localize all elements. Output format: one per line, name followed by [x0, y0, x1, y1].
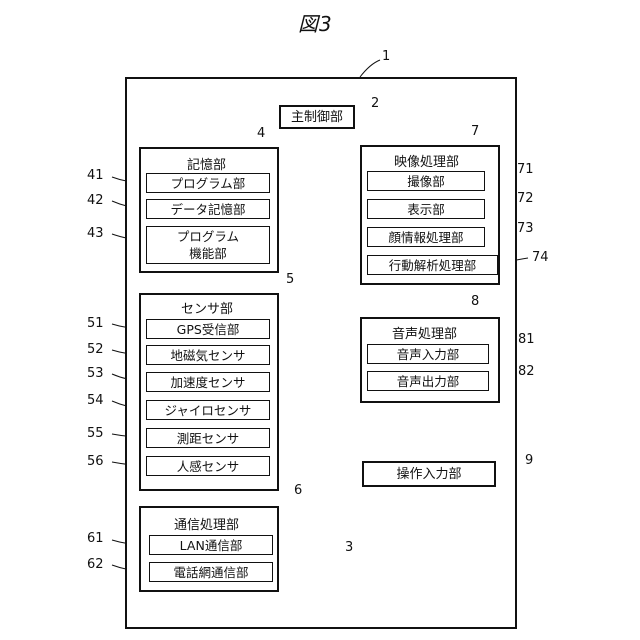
- video-item-behavior-analysis: 行動解析処理部: [367, 255, 498, 275]
- device-number: 1: [382, 49, 390, 64]
- sensor-item-gyro: ジャイロセンサ: [146, 400, 270, 420]
- operation-input-label: 操作入力部: [396, 466, 461, 483]
- video-item-number-74: 74: [532, 250, 549, 265]
- video-item-number-72: 72: [517, 191, 534, 206]
- operation-input-number: 9: [525, 453, 533, 468]
- audio-item-input: 音声入力部: [367, 344, 489, 364]
- video-number: 7: [471, 124, 479, 139]
- comm-title: 通信処理部: [174, 514, 239, 533]
- comm-number: 6: [294, 483, 302, 498]
- sensor-item-human: 人感センサ: [146, 456, 270, 476]
- storage-item-number-41: 41: [87, 168, 104, 183]
- sensor-item-number-54: 54: [87, 393, 104, 408]
- audio-item-output: 音声出力部: [367, 371, 489, 391]
- sensor-item-acceleration: 加速度センサ: [146, 372, 270, 392]
- video-title: 映像処理部: [394, 151, 459, 170]
- operation-input-box: 操作入力部: [362, 461, 496, 487]
- storage-item-number-43: 43: [87, 226, 104, 241]
- storage-item-program-function-label: プログラム 機能部: [177, 228, 239, 262]
- bus-number: 3: [345, 540, 353, 555]
- comm-item-lan: LAN通信部: [149, 535, 273, 555]
- sensor-number: 5: [286, 272, 294, 287]
- storage-item-data: データ記憶部: [146, 199, 270, 219]
- comm-item-number-62: 62: [87, 557, 104, 572]
- audio-item-number-81: 81: [518, 332, 535, 347]
- sensor-item-number-52: 52: [87, 342, 104, 357]
- video-item-face-info: 顔情報処理部: [367, 227, 485, 247]
- storage-title: 記憶部: [187, 154, 226, 173]
- main-control-box: 主制御部: [279, 105, 355, 129]
- sensor-item-gps: GPS受信部: [146, 319, 270, 339]
- sensor-item-number-55: 55: [87, 426, 104, 441]
- sensor-title: センサ部: [181, 298, 233, 317]
- comm-item-number-61: 61: [87, 531, 104, 546]
- storage-item-program: プログラム部: [146, 173, 270, 193]
- storage-item-program-function: プログラム 機能部: [146, 226, 270, 264]
- storage-number: 4: [257, 126, 265, 141]
- sensor-item-number-53: 53: [87, 366, 104, 381]
- sensor-item-number-56: 56: [87, 454, 104, 469]
- video-item-number-71: 71: [517, 162, 534, 177]
- video-item-display: 表示部: [367, 199, 485, 219]
- comm-item-telephone: 電話網通信部: [149, 562, 273, 582]
- audio-number: 8: [471, 294, 479, 309]
- video-item-number-73: 73: [517, 221, 534, 236]
- audio-item-number-82: 82: [518, 364, 535, 379]
- sensor-item-ranging: 測距センサ: [146, 428, 270, 448]
- main-control-number: 2: [371, 96, 379, 111]
- sensor-item-number-51: 51: [87, 316, 104, 331]
- video-item-imaging: 撮像部: [367, 171, 485, 191]
- storage-item-number-42: 42: [87, 193, 104, 208]
- audio-title: 音声処理部: [392, 323, 457, 342]
- sensor-item-geomagnetic: 地磁気センサ: [146, 345, 270, 365]
- main-control-label: 主制御部: [291, 109, 343, 126]
